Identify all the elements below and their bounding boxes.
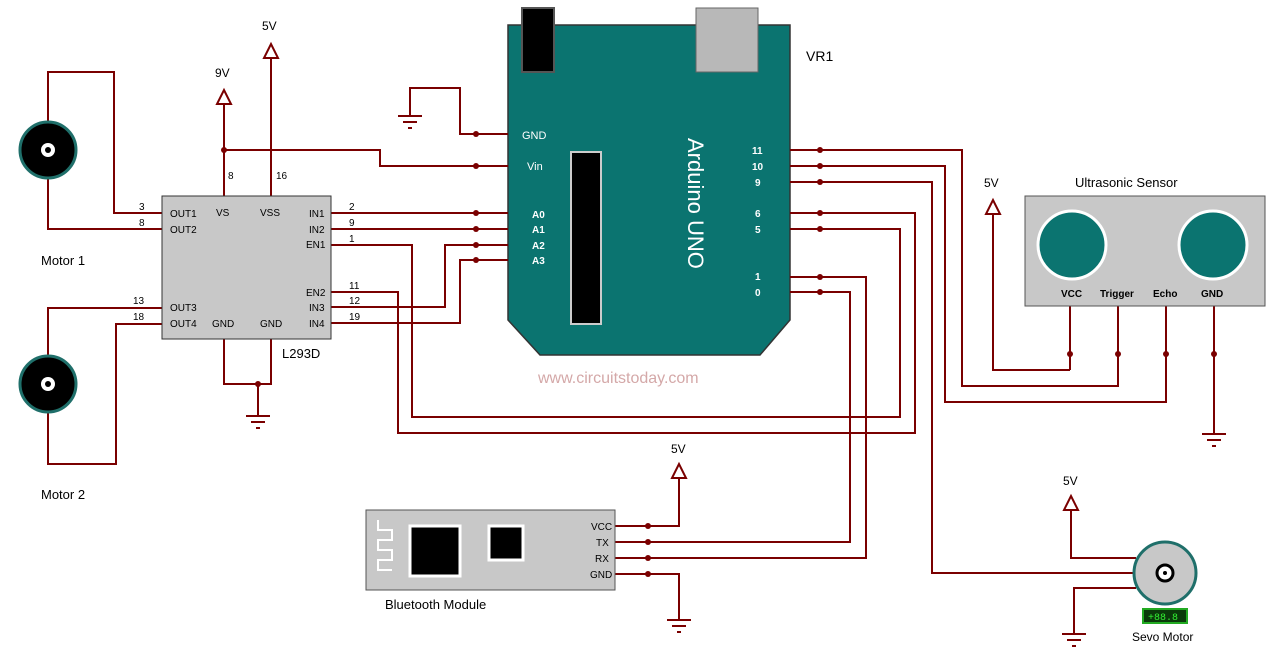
l293d-chip (161, 195, 332, 340)
l293d-vss-5v-label: 5V (262, 19, 277, 33)
l293d-in3: IN3 (309, 303, 325, 314)
ultrasonic-title: Ultrasonic Sensor (1075, 175, 1178, 190)
l293d-en2: EN2 (306, 288, 326, 299)
l293d-label: L293D (282, 346, 320, 361)
arduino-d5: 5 (755, 225, 761, 236)
pin-num-out3: 13 (133, 296, 145, 307)
l293d-en1: EN1 (306, 240, 326, 251)
arduino-a0: A0 (532, 210, 545, 221)
pin-num-vs: 8 (228, 171, 234, 182)
bluetooth-pin-tx: TX (596, 538, 609, 549)
motor-1-label: Motor 1 (41, 253, 85, 268)
pin-num-in2: 9 (349, 218, 355, 229)
pin-num-en1: 1 (349, 234, 355, 245)
bluetooth-antenna (377, 520, 393, 571)
l293d-vs-9v-label: 9V (215, 66, 230, 80)
watermark: www.circuitstoday.com (537, 370, 699, 387)
bluetooth-5v-label: 5V (671, 442, 686, 456)
arduino-d10: 10 (752, 162, 764, 173)
bluetooth-chip-large (408, 524, 462, 578)
l293d-in1: IN1 (309, 209, 325, 220)
ultrasonic-pin-echo: Echo (1153, 289, 1177, 300)
l293d-in2: IN2 (309, 225, 325, 236)
bluetooth-pin-rx: RX (595, 554, 609, 565)
wires (47, 58, 1215, 634)
usb-port (695, 7, 759, 73)
pin-num-out2: 8 (139, 218, 145, 229)
ultrasonic-5v-label: 5V (984, 176, 999, 190)
junction-dots (221, 131, 1217, 577)
pin-num-out4: 18 (133, 312, 145, 323)
arduino-d6: 6 (755, 209, 761, 220)
motor-1 (18, 120, 78, 180)
bluetooth-title: Bluetooth Module (385, 597, 486, 612)
ground-symbols (246, 115, 1226, 647)
arduino-a3: A3 (532, 256, 545, 267)
pin-num-in4: 19 (349, 312, 361, 323)
arduino-vin-label: Vin (527, 161, 543, 173)
arduino-d11: 11 (752, 146, 763, 157)
motor-2-label: Motor 2 (41, 487, 85, 502)
motor-2 (18, 354, 78, 414)
ultrasonic-pin-trigger: Trigger (1100, 289, 1134, 300)
arduino-d1: 1 (755, 272, 761, 283)
l293d-out3: OUT3 (170, 303, 197, 314)
ultrasonic-transducer-right (1177, 209, 1249, 281)
power-jack (521, 7, 555, 73)
arduino-ref-label: VR1 (806, 48, 833, 64)
l293d-vss: VSS (260, 208, 280, 219)
ultrasonic-pin-vcc: VCC (1061, 289, 1082, 300)
l293d-out1: OUT1 (170, 209, 197, 220)
bluetooth-chip-small (487, 524, 525, 562)
servo-angle-display (1142, 608, 1188, 624)
arduino-title: Arduino UNO (683, 138, 708, 269)
arduino-board: Arduino UNO GND Vin A0 A1 A2 A3 11 10 9 … (507, 7, 791, 356)
l293d-in4: IN4 (309, 319, 325, 330)
arduino-gnd-label: GND (522, 130, 547, 142)
pin-num-in3: 12 (349, 296, 361, 307)
servo-title: Sevo Motor (1132, 630, 1193, 644)
arduino-a1: A1 (532, 225, 545, 236)
power-symbols (215, 41, 1080, 511)
chip (570, 151, 602, 325)
ultrasonic-transducer-left (1036, 209, 1108, 281)
servo-motor (1132, 540, 1198, 606)
arduino-d0: 0 (755, 288, 761, 299)
pin-num-en2: 11 (349, 281, 360, 292)
l293d-out2: OUT2 (170, 225, 197, 236)
l293d-gnd-1: GND (212, 319, 234, 330)
pin-num-out1: 3 (139, 202, 145, 213)
servo-5v-label: 5V (1063, 474, 1078, 488)
arduino-a2: A2 (532, 241, 545, 252)
l293d-gnd-2: GND (260, 319, 282, 330)
bluetooth-pin-vcc: VCC (591, 522, 612, 533)
arduino-d9: 9 (755, 178, 761, 189)
pin-num-in1: 2 (349, 202, 355, 213)
servo-angle-value: +88.8 (1148, 613, 1178, 624)
l293d-out4: OUT4 (170, 319, 197, 330)
pin-num-vss: 16 (276, 171, 288, 182)
l293d-vs: VS (216, 208, 230, 219)
ultrasonic-pin-gnd: GND (1201, 289, 1223, 300)
bluetooth-pin-gnd: GND (590, 570, 612, 581)
